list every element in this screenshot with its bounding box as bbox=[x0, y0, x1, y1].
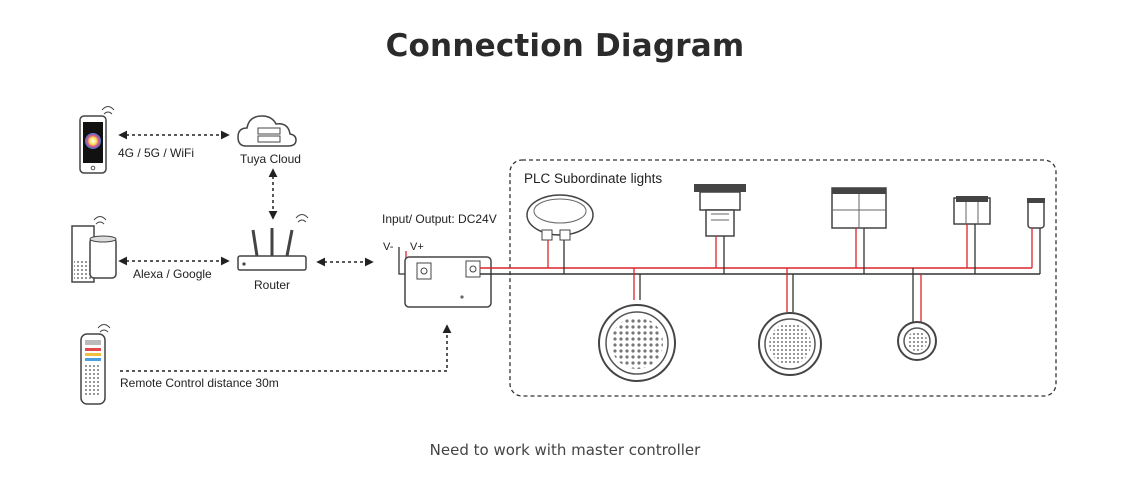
cloud-server-icon bbox=[237, 115, 297, 147]
v-plus-label: V+ bbox=[410, 241, 424, 253]
pool-light-large-icon bbox=[598, 304, 676, 382]
group-label: PLC Subordinate lights bbox=[524, 171, 662, 186]
router-label: Router bbox=[254, 278, 290, 292]
wifi-link-label: 4G / 5G / WiFi bbox=[118, 146, 194, 160]
smart-speaker-icon bbox=[71, 216, 117, 283]
v-minus-label: V- bbox=[383, 241, 394, 253]
pool-light-small-icon bbox=[897, 321, 937, 361]
smartphone-icon bbox=[79, 106, 115, 174]
footer-note: Need to work with master controller bbox=[429, 441, 701, 459]
wall-washer-icon bbox=[953, 196, 991, 225]
page-title: Connection Diagram bbox=[385, 28, 745, 64]
router-icon bbox=[237, 214, 309, 271]
spot-light-icon bbox=[694, 184, 746, 237]
bollard-light-icon bbox=[1027, 198, 1045, 229]
flood-light-icon bbox=[831, 187, 887, 229]
remote-link-label: Remote Control distance 30m bbox=[120, 376, 279, 390]
voice-link-label: Alexa / Google bbox=[133, 267, 212, 281]
pool-bulb-icon bbox=[526, 194, 594, 241]
io-label: Input/ Output: DC24V bbox=[382, 212, 497, 226]
remote-link-line bbox=[120, 324, 452, 372]
cloud-label: Tuya Cloud bbox=[240, 152, 301, 166]
controller-box-icon bbox=[404, 256, 492, 308]
subordinate-group-frame bbox=[509, 159, 1057, 397]
pool-light-medium-icon bbox=[758, 312, 822, 376]
remote-control-icon bbox=[80, 324, 111, 405]
